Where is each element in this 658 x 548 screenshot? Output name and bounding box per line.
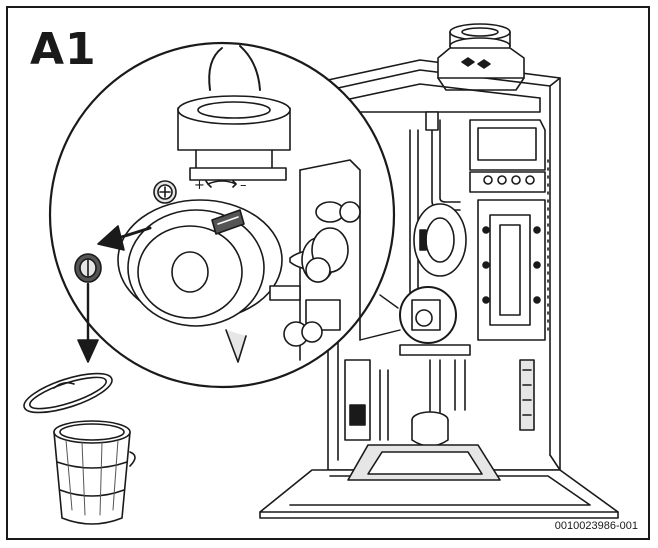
svg-text:+: + bbox=[194, 178, 205, 193]
svg-text:–: – bbox=[240, 178, 247, 193]
arrow-down-icon bbox=[77, 282, 99, 363]
boiler-internals bbox=[344, 111, 549, 447]
removed-cap bbox=[74, 253, 102, 283]
step-label: A1 bbox=[30, 24, 97, 75]
flue-collar bbox=[437, 23, 525, 91]
trash-bin-icon bbox=[23, 372, 136, 525]
detail-magnifier: + – bbox=[48, 41, 457, 389]
front-cover-open bbox=[259, 444, 619, 519]
document-number: 0010023986-001 bbox=[554, 520, 638, 532]
rotate-arrows-icon: + – bbox=[194, 178, 247, 193]
arrow-left-down-icon bbox=[97, 225, 152, 251]
